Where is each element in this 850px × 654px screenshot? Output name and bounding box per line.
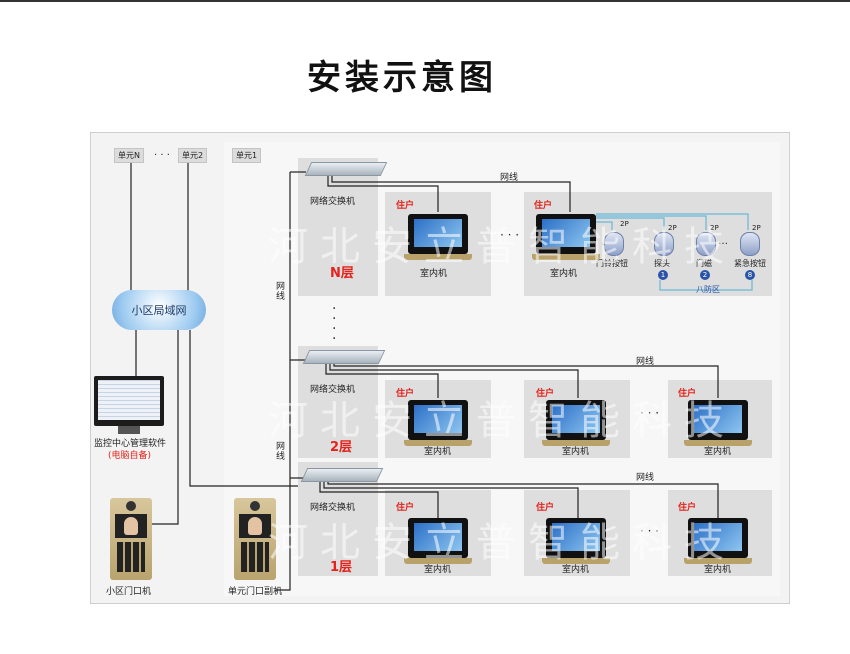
watermark: 河北安立普智能科技 — [268, 224, 736, 270]
indoor-unit-label: 室内机 — [562, 447, 590, 457]
emergency-button-icon — [740, 232, 760, 256]
indoor-unit-label: 室内机 — [420, 269, 448, 279]
indoor-unit-label: 室内机 — [424, 447, 452, 457]
indoor-monitor — [684, 400, 752, 446]
page-title: 安装示意图 — [307, 58, 497, 98]
zone-number: 1 — [658, 270, 668, 280]
indoor-monitor — [404, 518, 472, 564]
floor-label-1: 1层 — [330, 560, 353, 575]
unit-2-tag: 单元2 — [178, 148, 208, 163]
resident-label: 住户 — [678, 503, 697, 513]
door-sensor-icon — [696, 232, 716, 256]
wire-2p-label: 2P — [710, 224, 719, 232]
network-switch-n — [304, 162, 388, 176]
probe-label: 探头 — [654, 259, 670, 268]
resident-label: 住户 — [396, 503, 415, 513]
top-rule — [0, 0, 850, 2]
indoor-monitor — [404, 214, 472, 260]
indoor-unit-label: 室内机 — [704, 447, 732, 457]
switch-label-1: 网络交换机 — [310, 503, 356, 513]
doorbell-button-icon — [604, 232, 624, 256]
wire-2p-label: 2P — [620, 220, 629, 228]
switch-label-n: 网络交换机 — [310, 197, 356, 207]
unit-gate-device — [234, 498, 276, 580]
community-gate-label: 小区门口机 — [106, 587, 152, 597]
unit-dots: · · · — [154, 150, 170, 161]
community-gate-device — [110, 498, 152, 580]
sensor-ellipsis: … — [718, 236, 728, 247]
resident-label: 住户 — [396, 389, 415, 399]
switch-label-2: 网络交换机 — [310, 385, 356, 395]
doorbell-label: 门铃按钮 — [596, 259, 628, 268]
indoor-unit-label: 室内机 — [704, 565, 732, 575]
unit-1-tag: 单元1 — [232, 148, 262, 163]
cloud-label: 小区局域网 — [131, 304, 187, 317]
monitoring-label: 监控中心管理软件 — [94, 439, 167, 449]
monitoring-pc — [94, 376, 164, 434]
cable-label-n: 网线 — [500, 173, 519, 183]
wire-2p-label: 2P — [752, 224, 761, 232]
resident-ellipsis: · · · — [640, 406, 660, 420]
indoor-unit-label: 室内机 — [550, 269, 578, 279]
indoor-monitor — [532, 214, 600, 260]
wire-2p-label: 2P — [668, 224, 677, 232]
indoor-unit-label: 室内机 — [562, 565, 590, 575]
indoor-monitor — [542, 518, 610, 564]
zone-number: 8 — [745, 270, 755, 280]
cable-label-riser-top: 网线 — [276, 282, 286, 302]
resident-ellipsis: · · · — [500, 228, 520, 242]
resident-label: 住户 — [396, 201, 415, 211]
cable-label-1: 网线 — [636, 473, 655, 483]
door-sensor-label: 门磁 — [696, 259, 712, 268]
resident-label: 住户 — [536, 389, 555, 399]
unit-gate-label: 单元门口副机 — [228, 587, 283, 597]
watermark: 河北安立普智能科技 — [268, 398, 736, 444]
network-switch-2 — [302, 350, 386, 364]
resident-label: 住户 — [536, 503, 555, 513]
zone-label: 八防区 — [696, 285, 720, 294]
cable-label-riser-bottom: 网线 — [276, 442, 286, 462]
resident-ellipsis: · · · — [640, 524, 660, 538]
indoor-unit-label: 室内机 — [424, 565, 452, 575]
indoor-monitor — [404, 400, 472, 446]
floor-label-n: N层 — [330, 266, 354, 281]
cable-label-2: 网线 — [636, 357, 655, 367]
indoor-monitor — [684, 518, 752, 564]
watermark: 河北安立普智能科技 — [268, 520, 736, 566]
emergency-label: 紧急按钮 — [734, 259, 766, 268]
network-switch-1 — [300, 468, 384, 482]
floor-ellipsis: ···· — [332, 301, 337, 347]
probe-sensor-icon — [654, 232, 674, 256]
indoor-monitor — [542, 400, 610, 446]
monitoring-note: (电脑自备) — [108, 451, 152, 461]
zone-number: 2 — [700, 270, 710, 280]
community-lan-cloud: 小区局域网 — [112, 290, 206, 330]
unit-n-tag: 单元N — [114, 148, 144, 163]
floor-label-2: 2层 — [330, 440, 353, 455]
resident-label: 住户 — [678, 389, 697, 399]
resident-label: 住户 — [534, 201, 553, 211]
